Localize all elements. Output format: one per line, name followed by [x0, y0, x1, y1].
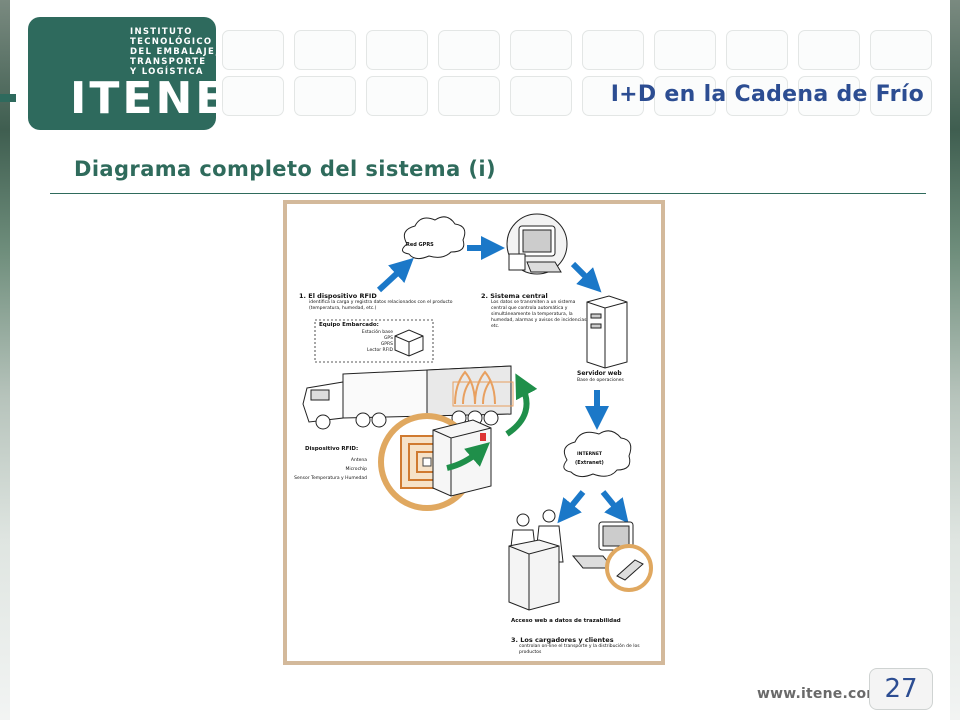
header-tile	[510, 76, 572, 116]
header-tile	[582, 76, 644, 116]
system-diagram: Red GPRS 1. El dispositivo RFID identifi…	[283, 200, 665, 665]
client-computer-icon	[571, 521, 653, 592]
equipo-item: Estación base	[361, 330, 393, 335]
equipo-item: Lector RFID	[367, 348, 393, 353]
blue-arrow	[600, 490, 629, 524]
header-tile	[726, 30, 788, 70]
diagram-drawing	[302, 213, 653, 611]
page-number: 27	[869, 668, 933, 710]
header-tile	[294, 30, 356, 70]
header-tile	[438, 30, 500, 70]
logo-wordmark: ITENE	[70, 73, 229, 124]
step2-text: Los datos se transmiten a un sistema cen…	[491, 300, 588, 329]
header-tile	[366, 76, 428, 116]
server-subtitle: Base de operaciones	[577, 378, 624, 383]
blue-arrow	[557, 490, 586, 524]
header-tile	[654, 30, 716, 70]
gprs-cloud-label: Red GPRS	[406, 242, 434, 248]
central-computer-icon	[506, 213, 568, 275]
header-tile	[726, 76, 788, 116]
rfid-item: Microchip	[345, 467, 367, 472]
step3-text: controlan on-line el transporte y la dis…	[519, 644, 640, 655]
rfid-list: Antena Microchip Sensor Temperatura y Hu…	[287, 456, 367, 483]
internet-cloud	[563, 430, 632, 478]
workers-illustration	[508, 509, 564, 611]
slide-title: Diagrama completo del sistema (i)	[74, 157, 496, 181]
cargo-box	[432, 419, 492, 497]
logo-line: TRANSPORTE	[130, 57, 207, 67]
equipo-list: Estación base GPS GPRS Lector RFID	[347, 330, 393, 354]
header-tile	[582, 30, 644, 70]
equipo-title: Equipo Embarcado:	[319, 322, 379, 328]
step1-title: 1. El dispositivo RFID	[299, 292, 377, 300]
logo-line: DEL EMBALAJE,	[130, 47, 220, 57]
left-photo-strip	[0, 0, 10, 720]
right-photo-strip	[950, 0, 960, 720]
title-divider	[50, 193, 926, 194]
rfid-item: Antena	[350, 458, 367, 463]
header-tile	[366, 30, 428, 70]
blue-arrow	[570, 261, 602, 293]
equipo-item: GPS	[383, 336, 393, 341]
header-tile	[510, 30, 572, 70]
header-tile	[870, 30, 932, 70]
itene-logo: INSTITUTO TECNOLÓGICO DEL EMBALAJE, TRAN…	[28, 17, 225, 130]
header-tile-pattern	[222, 30, 947, 120]
logo-line: TECNOLÓGICO	[130, 37, 213, 47]
blue-arrow	[376, 257, 414, 293]
header-title: I+D en la Cadena de Frío	[610, 82, 924, 107]
step1-text: identifica la carga y registra datos rel…	[309, 300, 453, 311]
header-tile	[798, 30, 860, 70]
logo-line: INSTITUTO	[130, 27, 193, 37]
internet-title: INTERNET	[577, 452, 602, 457]
equipo-item: GPRS	[380, 342, 393, 347]
step2-title: 2. Sistema central	[481, 292, 548, 300]
rfid-signal-waves	[452, 370, 514, 407]
onboard-device-icon	[394, 329, 424, 357]
gprs-cloud	[402, 216, 466, 260]
footer-url: www.itene.com	[757, 686, 882, 702]
header-tile	[438, 76, 500, 116]
header-tile	[222, 76, 284, 116]
step3-title: 3. Los cargadores y clientes	[511, 636, 614, 644]
acceso-web-label: Acceso web a datos de trazabilidad	[511, 618, 621, 624]
server-title: Servidor web	[577, 370, 622, 377]
header-tile	[798, 76, 860, 116]
header-tile	[294, 76, 356, 116]
internet-subtitle: (Extranet)	[575, 460, 604, 466]
logo-dash	[0, 94, 16, 102]
logo-line: Y LOGÍSTICA	[130, 67, 204, 77]
header-tile	[870, 76, 932, 116]
green-arrow-right	[446, 442, 491, 471]
green-arrow-up	[505, 373, 538, 437]
diagram-canvas: Red GPRS 1. El dispositivo RFID identifi…	[287, 204, 661, 661]
header-tile	[654, 76, 716, 116]
header-tile	[222, 30, 284, 70]
web-server-icon	[586, 295, 628, 369]
rfid-title: Dispositivo RFID:	[305, 446, 359, 452]
rfid-item: Sensor Temperatura y Humedad	[294, 476, 367, 481]
logo-institute-text: INSTITUTO TECNOLÓGICO DEL EMBALAJE, TRAN…	[130, 27, 220, 77]
